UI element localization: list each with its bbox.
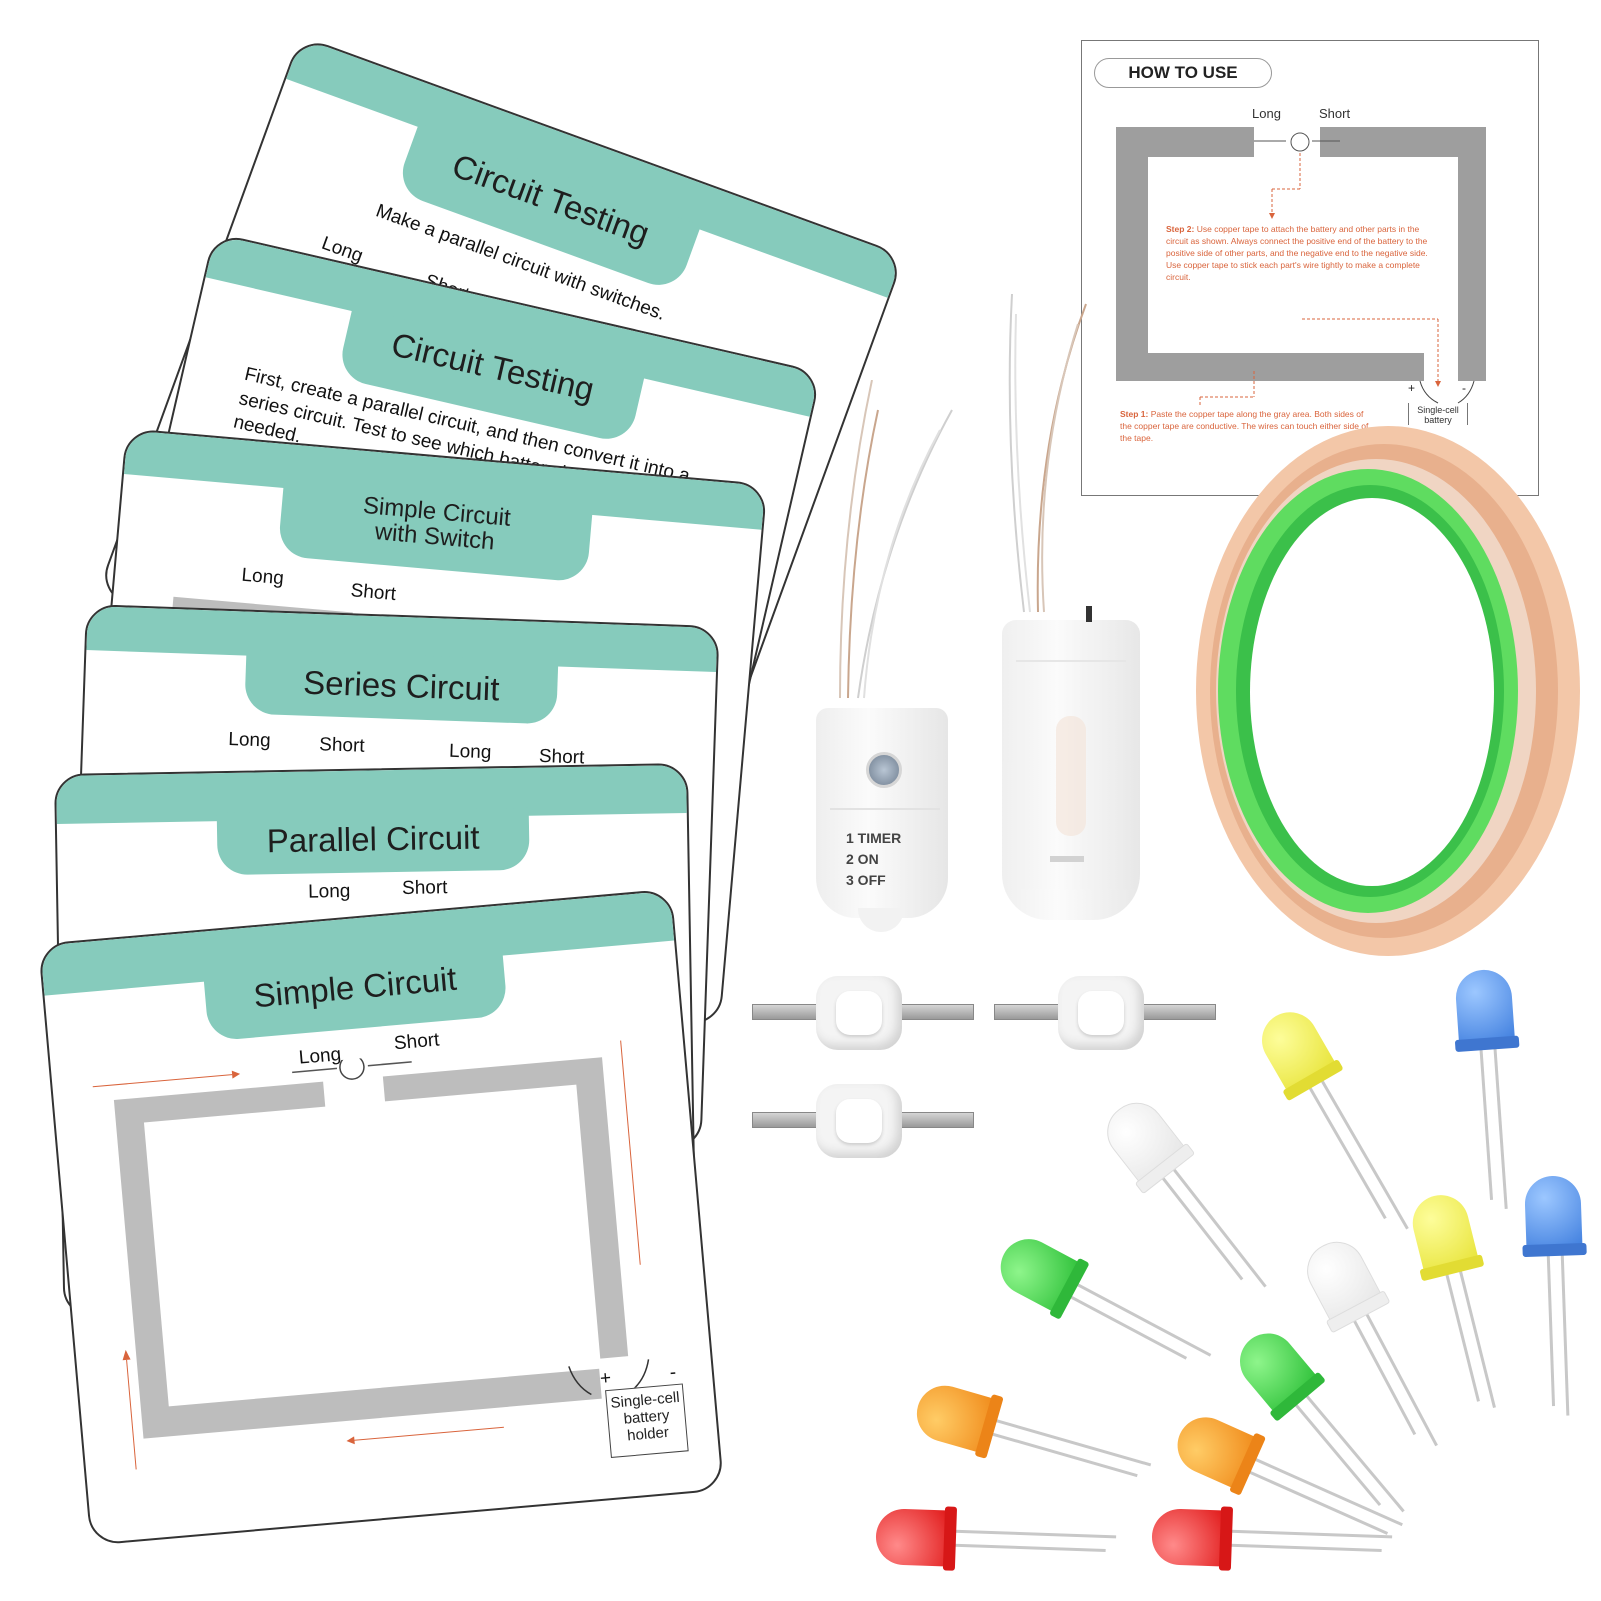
long-label: Long	[307, 880, 351, 903]
how-to-use-path-diagram	[1116, 127, 1486, 407]
step-1-instruction: Step 1: Paste the copper tape along the …	[1120, 409, 1370, 445]
short-label: Short	[318, 734, 365, 757]
switch-mode-timer: 1 TIMER	[846, 830, 902, 846]
short-label: Short	[1319, 106, 1351, 121]
minus-sign: -	[1462, 381, 1466, 395]
battery-holder-sealed	[1002, 606, 1140, 920]
holder-wires	[839, 380, 953, 699]
holder-wires	[1008, 294, 1087, 613]
push-switch[interactable]	[752, 976, 982, 1056]
long-label: Long	[448, 740, 492, 764]
how-to-use-heading: HOW TO USE	[1094, 58, 1272, 88]
card-title: Series Circuit	[244, 649, 559, 725]
circuit-path-diagram	[92, 1040, 650, 1470]
plus-sign: +	[599, 1367, 613, 1390]
battery-holder-label: Single-cell battery holder	[605, 1383, 689, 1459]
step-2-label: Step 2:	[1166, 224, 1195, 234]
slide-switch[interactable]	[1086, 606, 1092, 622]
card-simple-circuit: Simple Circuit Long Short + - Single-cel…	[38, 888, 725, 1546]
step-1-label: Step 1:	[1120, 409, 1149, 419]
copper-tape-roll	[1188, 416, 1588, 966]
step-2-text: Use copper tape to attach the battery an…	[1166, 224, 1428, 282]
push-switch[interactable]	[752, 1084, 982, 1164]
step-1-text: Paste the copper tape along the gray are…	[1120, 409, 1369, 443]
battery-holder-with-switch: 1 TIMER 2 ON 3 OFF	[816, 708, 948, 932]
short-label: Short	[401, 877, 448, 899]
step-2-instruction: Step 2: Use copper tape to attach the ba…	[1166, 224, 1436, 283]
switch-mode-list: 1 TIMER 2 ON 3 OFF	[846, 828, 901, 891]
battery-holder-label: Single-cell battery	[1408, 403, 1468, 425]
how-to-use-sheet: HOW TO USE Long Short Step 2: Use copper…	[1081, 40, 1539, 496]
short-label: Short	[349, 580, 397, 606]
push-switch[interactable]	[994, 976, 1224, 1056]
plus-sign: +	[1408, 381, 1416, 395]
long-label: Long	[1252, 106, 1281, 121]
timer-button[interactable]	[866, 752, 902, 788]
switch-mode-on: 2 ON	[846, 851, 879, 867]
switch-mode-off: 3 OFF	[846, 872, 886, 888]
long-label: Long	[227, 729, 271, 752]
long-label: Long	[240, 564, 285, 590]
card-title: Parallel Circuit	[216, 807, 530, 876]
